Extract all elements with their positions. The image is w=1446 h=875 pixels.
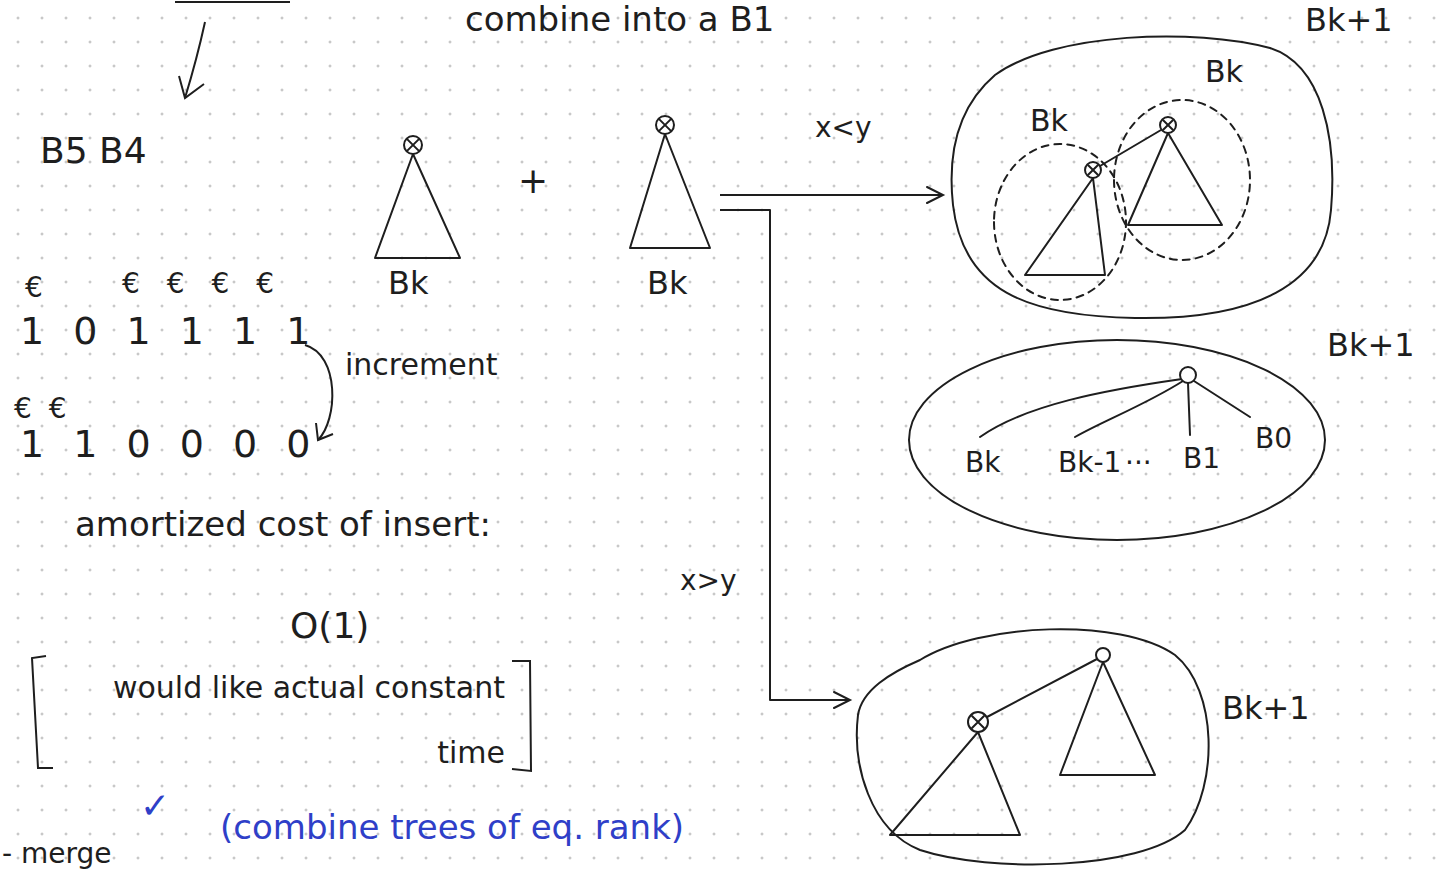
subtree-triangle (630, 134, 710, 248)
root-mark (972, 716, 984, 728)
right-bracket (512, 661, 531, 771)
tree-label: Bk (647, 265, 687, 302)
tree-label: Bk (388, 265, 428, 302)
root-node (656, 116, 674, 134)
edge-label: x>y (680, 565, 737, 597)
left-bracket (32, 656, 53, 768)
root-link (987, 659, 1097, 717)
heap-tree: Bk+1BkBk-1···B1B0 (905, 335, 1330, 545)
note-text: 1 1 0 0 0 0 (20, 423, 310, 467)
root-mark (1088, 165, 1098, 175)
heap-outline (857, 629, 1209, 864)
note-text: - merge (2, 838, 112, 870)
heap-tree: Bk (1110, 95, 1255, 265)
heap-tree: Bk+1 (850, 615, 1215, 870)
subtree-triangle (890, 732, 1020, 835)
arrowhead (927, 187, 943, 203)
tree-outline (1110, 95, 1255, 265)
subtree-triangle (1025, 178, 1105, 275)
tree-label: B0 (1255, 423, 1292, 455)
arrow-connector (720, 194, 943, 196)
root-node (1180, 367, 1196, 383)
increment-arrowhead (316, 423, 333, 440)
arrow-connector (720, 187, 943, 203)
note-text: combine into a B1 (465, 0, 774, 39)
tree-label: Bk (965, 447, 1000, 479)
tree-label: Bk+1 (1327, 327, 1415, 364)
tree-label: ··· (1125, 447, 1152, 479)
note-text: would like actual constant time (55, 655, 505, 785)
tree-label: Bk+1 (1222, 690, 1310, 727)
root-mark (1163, 120, 1173, 130)
subheap-outline (994, 144, 1126, 300)
note-text: ✓ (140, 785, 170, 826)
pointer-arrowhead (179, 76, 204, 98)
child-link (1188, 383, 1190, 435)
note-text: B5 B4 (40, 130, 147, 171)
child-link (980, 379, 1182, 437)
note-text: + (518, 160, 548, 201)
note-text: O(1) (290, 605, 369, 646)
root-node (968, 712, 988, 732)
note-text: € (25, 272, 43, 304)
heap-tree: Bk+1BkBk (945, 20, 1335, 325)
underline-stroke (175, 1, 290, 3)
heap-outline (909, 340, 1325, 540)
root-node (1096, 648, 1110, 662)
heap-tree: Bk (370, 130, 465, 310)
root-node (1160, 117, 1176, 133)
tree-outline (850, 615, 1215, 870)
tree-label: Bk-1 (1058, 447, 1121, 479)
heap-tree: Bk (625, 110, 715, 306)
note-text: amortized cost of insert: (75, 505, 491, 544)
arrow-connector (720, 210, 850, 708)
subheap-outline (1114, 100, 1250, 260)
child-link (1194, 381, 1250, 417)
subtree-triangle (375, 154, 460, 258)
heap-tree: Bk (990, 140, 1130, 305)
root-mark (408, 140, 419, 151)
note-text: € € (14, 393, 67, 425)
root-mark (660, 120, 671, 131)
heap-outline (952, 36, 1333, 318)
root-node (1085, 162, 1101, 178)
tree-outline (945, 20, 1335, 325)
edge-label: x<y (815, 112, 872, 144)
note-text: € € € € (122, 268, 274, 300)
root-link (1100, 130, 1161, 166)
subtree-triangle (1128, 133, 1222, 225)
tree-label: Bk (1030, 104, 1068, 139)
arrowhead (834, 692, 850, 708)
tree-label: Bk+1 (1305, 2, 1393, 39)
tree-label: B1 (1183, 443, 1220, 475)
tree-label: Bk (1205, 55, 1243, 90)
arrow-connector (720, 210, 850, 700)
subtree-triangle (1060, 662, 1155, 775)
note-text: 1 0 1 1 1 1 (20, 310, 310, 354)
root-node (404, 136, 422, 154)
child-link (1075, 381, 1183, 437)
tree-outline (990, 140, 1130, 305)
note-text: (combine trees of eq. rank) (220, 808, 684, 847)
note-text: increment (345, 348, 497, 383)
